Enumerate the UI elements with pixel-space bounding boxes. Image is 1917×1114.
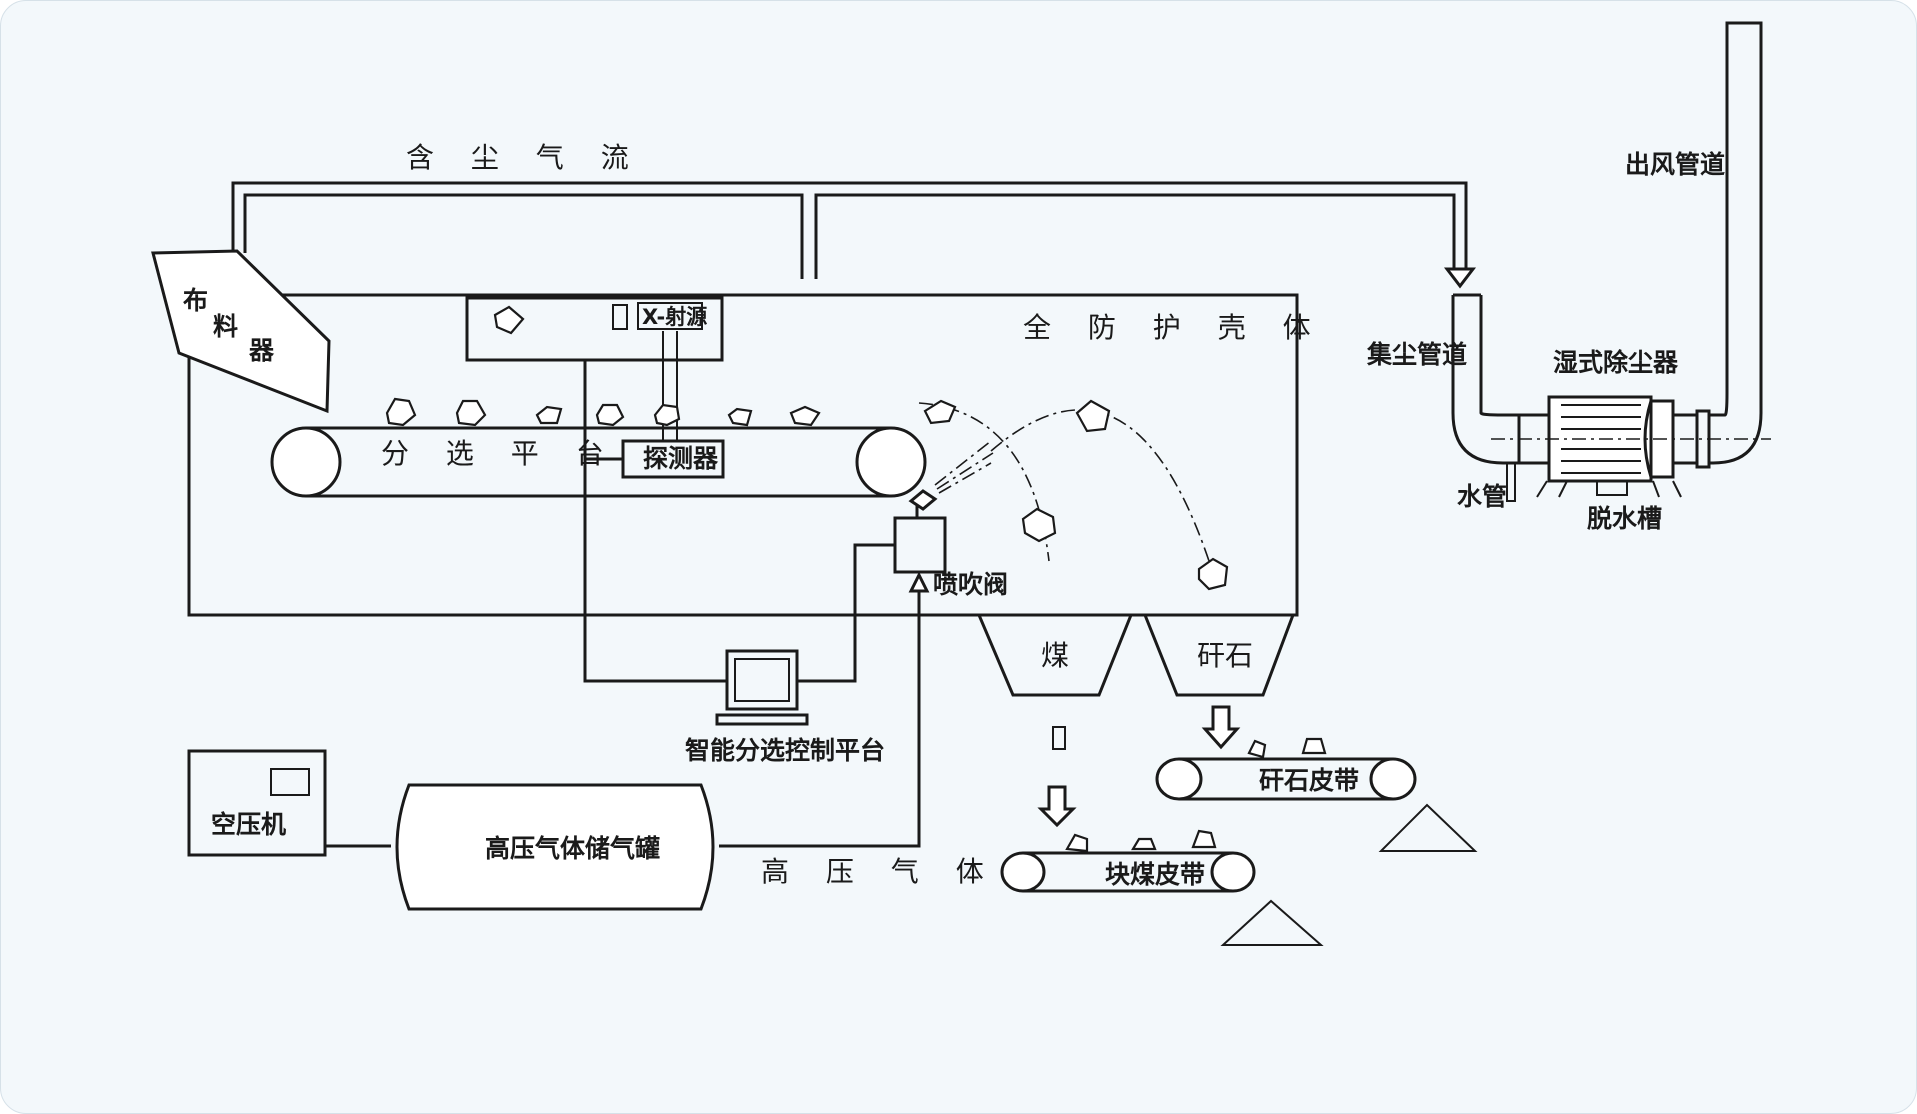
blow-valve [893,516,947,574]
control-platform-label: 智能分选控制平台 [685,736,885,765]
coal-label: 煤 [1041,639,1069,672]
gangue-belt [1155,737,1417,801]
gangue-trajectory [990,409,1210,562]
conveyor-rocks [385,397,821,427]
outlet-duct [1709,21,1763,465]
coal-hopper [976,613,1134,697]
dust-collection-pipe [1451,295,1519,465]
high-pressure-tank [395,783,715,911]
detector-label: 探测器 [643,444,719,473]
compressor-panel [270,768,310,796]
enclosure-label: 全 防 护 壳 体 [1023,311,1325,344]
protective-enclosure [187,293,1299,617]
xray-source-label: X-射源 [642,305,707,329]
xray-indicator [612,304,628,330]
air-tank-label: 高压气体储气罐 [485,834,660,863]
jet-rock [923,399,957,425]
coal-down-arrow [1037,785,1077,828]
coal-pile [1220,899,1324,946]
feeder-label-3: 器 [248,336,275,365]
blow-valve-label: 喷吹阀 [933,570,1008,599]
drain-tank-label: 脱水槽 [1587,504,1662,533]
gangue-belt-label: 矸石皮带 [1259,766,1359,795]
coal-belt [1000,829,1256,893]
dust-airflow-duct [231,181,1477,289]
air-jet [934,440,994,494]
falling-gangue-rock [1197,557,1229,591]
wet-scrubber [1491,395,1771,498]
water-pipe-label: 水管 [1457,482,1507,511]
gangue-pile [1378,803,1478,852]
coal-belt-label: 块煤皮带 [1105,860,1205,889]
gangue-hopper [1142,613,1296,697]
dusty-airflow-label: 含 尘 气 流 [406,141,643,174]
sorting-conveyor [270,426,927,498]
compressor-label: 空压机 [211,810,286,839]
feeder-label-2: 料 [213,312,238,341]
air-compressor [187,749,327,857]
xray-sample-rock [493,305,525,335]
gangue-label: 矸石 [1197,639,1253,672]
feeder-label-1: 布 [183,286,208,315]
feeder [151,249,331,414]
gangue-down-arrow [1201,705,1241,750]
falling-coal-rock [1021,507,1057,543]
control-computer [715,649,809,726]
water-pipe [1506,462,1516,502]
gas-arrow [908,571,930,593]
airflow-arrow [1443,267,1477,289]
outlet-duct-label: 出风管道 [1625,150,1725,179]
xray-source-box [637,302,703,330]
xray-housing [465,296,724,362]
sorting-platform-label: 分 选 平 台 [381,437,618,470]
dust-pipe-label: 集尘管道 [1366,340,1467,369]
coal-indicator [1052,726,1066,750]
high-pressure-gas-label: 高 压 气 体 [761,855,998,888]
wet-scrubber-label: 湿式除尘器 [1553,348,1679,377]
flying-rock [1075,399,1111,433]
